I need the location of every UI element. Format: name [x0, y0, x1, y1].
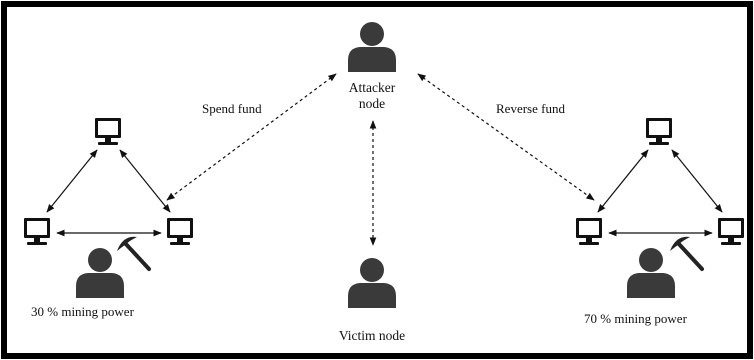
right-network-cluster: 70 % mining power [576, 118, 744, 326]
computer-icon [167, 218, 193, 245]
victim-label: Victim node [339, 328, 405, 343]
computer-icon [646, 118, 672, 145]
pickaxe-icon [115, 234, 151, 271]
reverse-fund-arrow [417, 73, 595, 201]
attacker-node: Attacker node [348, 22, 396, 111]
link-arrow [119, 149, 171, 213]
right-mining-power-label: 70 % mining power [584, 311, 688, 326]
spend-fund-label: Spend fund [202, 101, 262, 116]
link-arrow [597, 149, 649, 213]
spend-fund-arrow [166, 73, 337, 201]
miner-person-icon [76, 248, 124, 298]
victim-node: Victim node [339, 258, 405, 343]
link-arrow [46, 149, 98, 213]
computer-icon [718, 218, 744, 245]
left-network-cluster: 30 % mining power [24, 118, 193, 319]
attacker-label-line2: node [359, 96, 385, 111]
attacker-label-line1: Attacker [349, 80, 396, 95]
victim-person-icon [348, 258, 396, 308]
reverse-fund-label: Reverse fund [496, 101, 565, 116]
attacker-person-icon [348, 22, 396, 72]
pickaxe-icon [668, 234, 704, 271]
link-arrow [671, 149, 723, 213]
miner-person-icon [627, 248, 675, 298]
computer-icon [24, 218, 50, 245]
computer-icon [576, 218, 602, 245]
left-mining-power-label: 30 % mining power [31, 304, 135, 319]
computer-icon [95, 118, 121, 145]
